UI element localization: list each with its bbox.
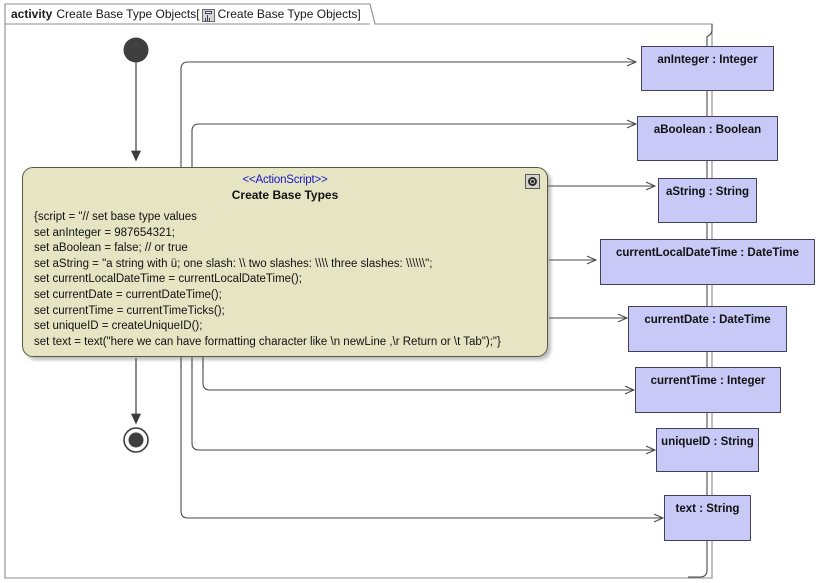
flow-to-aninteger	[180, 62, 636, 368]
object-node-currenttime[interactable]: currentTime : Integer	[635, 367, 781, 413]
script-line: set uniqueID = createUniqueID();	[34, 320, 203, 333]
frame-bracket-open: [	[196, 7, 200, 21]
script-badge-icon[interactable]	[525, 174, 540, 189]
object-node-label: aBoolean : Boolean	[653, 124, 762, 136]
activity-final-node	[123, 427, 149, 453]
object-node-uniqueid[interactable]: uniqueID : String	[656, 428, 759, 472]
flow-to-uniqueid	[191, 358, 655, 450]
object-node-astring[interactable]: aString : String	[658, 178, 757, 223]
script-line: set currentTime = currentTimeTicks();	[34, 304, 225, 317]
script-line: set currentLocalDateTime = currentLocalD…	[34, 273, 302, 286]
object-node-label: uniqueID : String	[661, 436, 754, 448]
script-line: set anInteger = 987654321;	[34, 226, 175, 239]
action-node-create-base-types[interactable]: <<ActionScript>> Create Base Types {scri…	[22, 167, 548, 357]
frame-bracket-close: ]	[357, 7, 361, 21]
frame-keyword: activity	[11, 7, 53, 21]
flow-to-text	[180, 358, 663, 518]
script-line: set currentDate = currentDateTime();	[34, 288, 222, 301]
script-line: {script = "// set base type values	[34, 211, 197, 223]
object-node-currentlocaldatetime[interactable]: currentLocalDateTime : DateTime	[600, 239, 815, 285]
object-node-label: currentLocalDateTime : DateTime	[616, 247, 799, 259]
activity-diagram-icon	[201, 8, 215, 22]
object-node-label: text : String	[675, 503, 740, 515]
script-line: set aString = "a string with ü; one slas…	[34, 257, 433, 270]
frame-label: activity Create Base Type Objects [ Crea…	[5, 4, 368, 24]
object-node-text[interactable]: text : String	[664, 495, 751, 541]
object-node-label: anInteger : Integer	[657, 54, 758, 66]
script-badge-glyph	[528, 177, 537, 186]
action-script-body: {script = "// set base type values set an…	[23, 210, 547, 350]
frame-diagram-name: Create Base Type Objects	[217, 7, 358, 21]
action-title: Create Base Types	[231, 188, 339, 202]
object-node-aboolean[interactable]: aBoolean : Boolean	[637, 116, 778, 161]
action-stereotype: <<ActionScript>>	[242, 174, 328, 186]
object-node-currentdate[interactable]: currentDate : DateTime	[628, 306, 787, 352]
initial-node	[123, 37, 149, 161]
object-node-label: currentDate : DateTime	[644, 314, 771, 326]
object-node-aninteger[interactable]: anInteger : Integer	[641, 46, 774, 91]
frame-name: Create Base Type Objects	[56, 7, 197, 21]
flow-to-aboolean	[191, 124, 636, 368]
object-node-label: currentTime : Integer	[650, 375, 766, 387]
script-line: set text = text("here we can have format…	[34, 335, 501, 348]
script-line: set aBoolean = false; // or true	[34, 242, 188, 255]
object-node-label: aString : String	[665, 186, 750, 198]
diagram-frame	[4, 3, 713, 579]
flow-to-currenttime	[202, 358, 634, 390]
